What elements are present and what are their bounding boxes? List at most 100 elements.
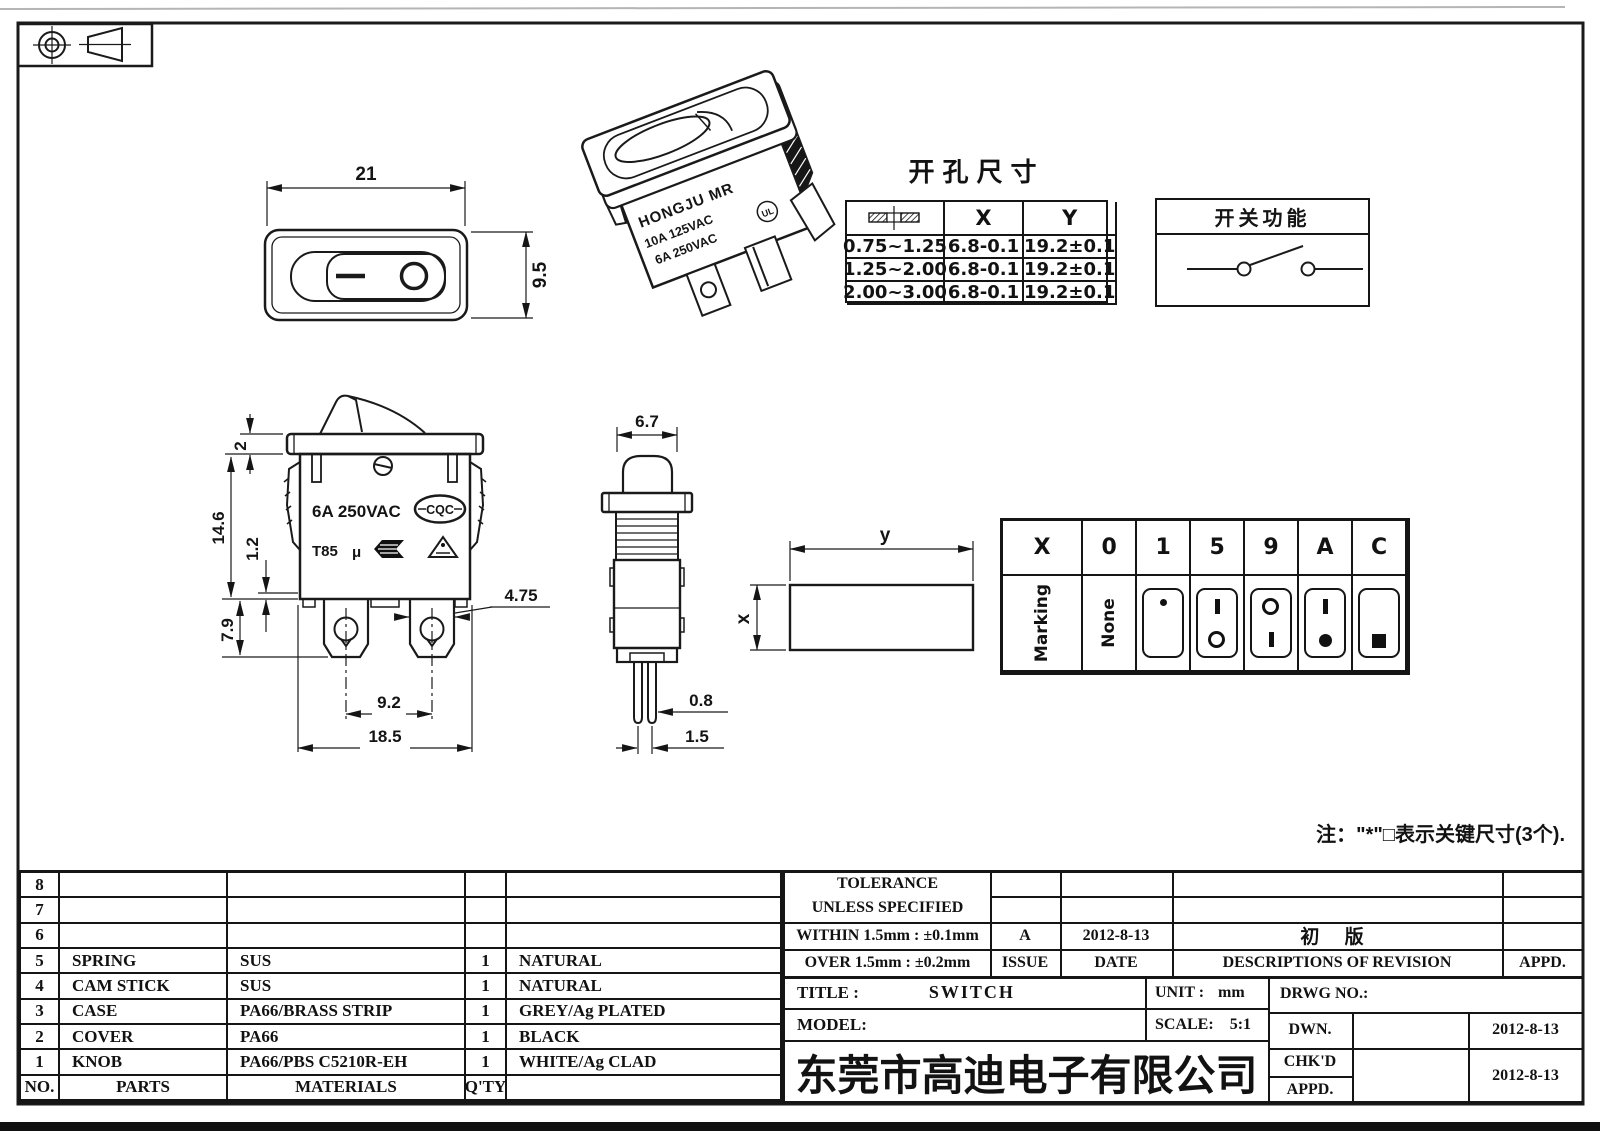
cutout-x-2: 6.8-0.1 (945, 259, 1024, 282)
marking-header-9: 9 (1245, 521, 1300, 576)
bom-no-1: 1 (21, 1050, 60, 1076)
bom-finish-1: WHITE/Ag CLAD (507, 1050, 782, 1076)
scale-row: SCALE: 5:1 (1155, 1011, 1261, 1038)
front-view (263, 228, 469, 322)
dim-pin-pitch: 1.5 (685, 727, 709, 746)
bom-materials-3: PA66/BRASS STRIP (228, 999, 466, 1025)
projection-symbol-box (16, 22, 154, 68)
bom-qty-8 (466, 873, 507, 899)
title-row: TITLE : SWITCH (797, 979, 1137, 1006)
cutout-thickness-3: 2.00~3.00 (843, 282, 947, 305)
cutout-table: X Y 0.75~1.25 6.8-0.1 19.2±0.1 1.25~2.00… (843, 200, 1118, 305)
bom-parts-6 (60, 923, 228, 949)
drwg-no-label: DRWG NO.: (1280, 985, 1369, 1002)
scan-edge (0, 1122, 1600, 1131)
cert-triangle-icon (427, 535, 459, 558)
bom-qty-6 (466, 923, 507, 949)
profile-view-dims (616, 427, 728, 754)
dim-profile-width: 6.7 (635, 412, 659, 431)
dim-cutout-x: x (733, 613, 754, 624)
dim-pin-dia: 0.8 (689, 691, 713, 710)
cqc-text: CQC (426, 503, 454, 517)
dim-term-width: 4.75 (504, 586, 537, 605)
side-latch-right (469, 461, 485, 551)
side-rocker (319, 394, 363, 435)
bom-finish-4: NATURAL (507, 974, 782, 1000)
date-label: DATE (1094, 953, 1138, 971)
side-view (283, 394, 487, 720)
switch-function-title: 开关功能 (1157, 200, 1368, 235)
side-latch-left (285, 461, 301, 551)
bom-no-3: 3 (21, 999, 60, 1025)
bom-header-qty: Q'TY (465, 1075, 507, 1101)
bom-no-8: 8 (21, 873, 60, 899)
profile-pin-2 (647, 662, 657, 725)
bom-table: 8 7 6 5 SPRING SUS 1 NATURAL 4 CAM STICK… (18, 870, 785, 1104)
tolerance-line2: UNLESS SPECIFIED (811, 899, 964, 916)
ul-mark-circle (756, 200, 779, 223)
bom-qty-2: 1 (466, 1025, 507, 1051)
marking-icon-a-cell (1299, 576, 1354, 672)
marking-header-5: 5 (1191, 521, 1246, 576)
bom-qty-4: 1 (466, 974, 507, 1000)
iso-mount-leg (789, 181, 836, 242)
dim-side-step: 1.2 (243, 537, 262, 561)
ul-mark-icon: UL (760, 205, 775, 219)
t85-text: T85 (312, 543, 338, 560)
dim-cutout-y: y (880, 525, 891, 546)
marking-icon-c-cell (1353, 576, 1407, 672)
revision-header: DESCRIPTIONS OF REVISION (1222, 953, 1452, 971)
switch-function-symbol (1187, 245, 1363, 277)
bom-qty-1: 1 (466, 1050, 507, 1076)
scale-label: SCALE: (1155, 1015, 1214, 1033)
dim-term-pitch: 9.2 (377, 693, 401, 712)
marking-none-cell: None (1083, 576, 1138, 672)
switch-function-box: 开关功能 (1155, 198, 1370, 307)
sheet-border (16, 21, 1585, 1106)
cutout-table-title: 开孔尺寸 (908, 156, 1045, 187)
marking-header-1: 1 (1137, 521, 1192, 576)
cqc-mark-icon (413, 494, 467, 524)
side-rating-text: 6A 250VAC (312, 502, 401, 521)
appd-column-header: APPD. (1519, 953, 1566, 971)
cutout-y-3: 19.2±0.1 (1024, 282, 1118, 305)
marking-icon-dot (1142, 588, 1185, 658)
projection-circle-icon (33, 26, 71, 64)
iso-view: HONGJU MR 10A 125VAC 6A 250VAC UL (581, 69, 836, 317)
revision-date-value: 2012-8-13 (1082, 926, 1150, 944)
projection-cone-icon (79, 26, 131, 63)
bom-finish-6 (507, 923, 782, 949)
bom-finish-8 (507, 873, 782, 899)
tolerance-line1: TOLERANCE (836, 875, 939, 892)
marking-icon-i-dot (1304, 588, 1347, 658)
marking-header-x: X (1003, 521, 1084, 576)
marking-icon-i-o (1196, 588, 1239, 658)
bom-qty-7 (466, 898, 507, 924)
dim-side-height: 14.6 (209, 511, 228, 544)
bom-finish-5: NATURAL (507, 949, 782, 975)
dwn-date: 2012-8-13 (1492, 1021, 1559, 1038)
dwn-label: DWN. (1288, 1021, 1332, 1038)
iso-terminal-2 (743, 235, 793, 293)
marking-icon-1-cell (1137, 576, 1192, 672)
cutout-x-1: 6.8-0.1 (945, 236, 1024, 259)
bom-materials-7 (228, 898, 466, 924)
iso-terminal-1 (685, 262, 732, 317)
bom-parts-3: CASE (60, 999, 228, 1025)
scale-value: 5:1 (1229, 1015, 1252, 1033)
bom-materials-1: PA66/PBS C5210R-EH (228, 1050, 466, 1076)
front-view-dims (266, 181, 533, 319)
bom-no-7: 7 (21, 898, 60, 924)
rocker-on-mark (399, 261, 429, 291)
unit-row: UNIT : mm (1155, 979, 1261, 1006)
iso-rocker (614, 115, 711, 163)
title-value: SWITCH (928, 982, 1015, 1002)
marking-table: X 0 1 5 9 A C Marking None (1000, 518, 1410, 675)
bom-qty-3: 1 (466, 999, 507, 1025)
dim-side-top: 2 (231, 441, 250, 450)
bom-no-5: 5 (21, 949, 60, 975)
tolerance-within: WITHIN 1.5mm : ±0.1mm (796, 926, 979, 944)
bom-parts-4: CAM STICK (60, 974, 228, 1000)
